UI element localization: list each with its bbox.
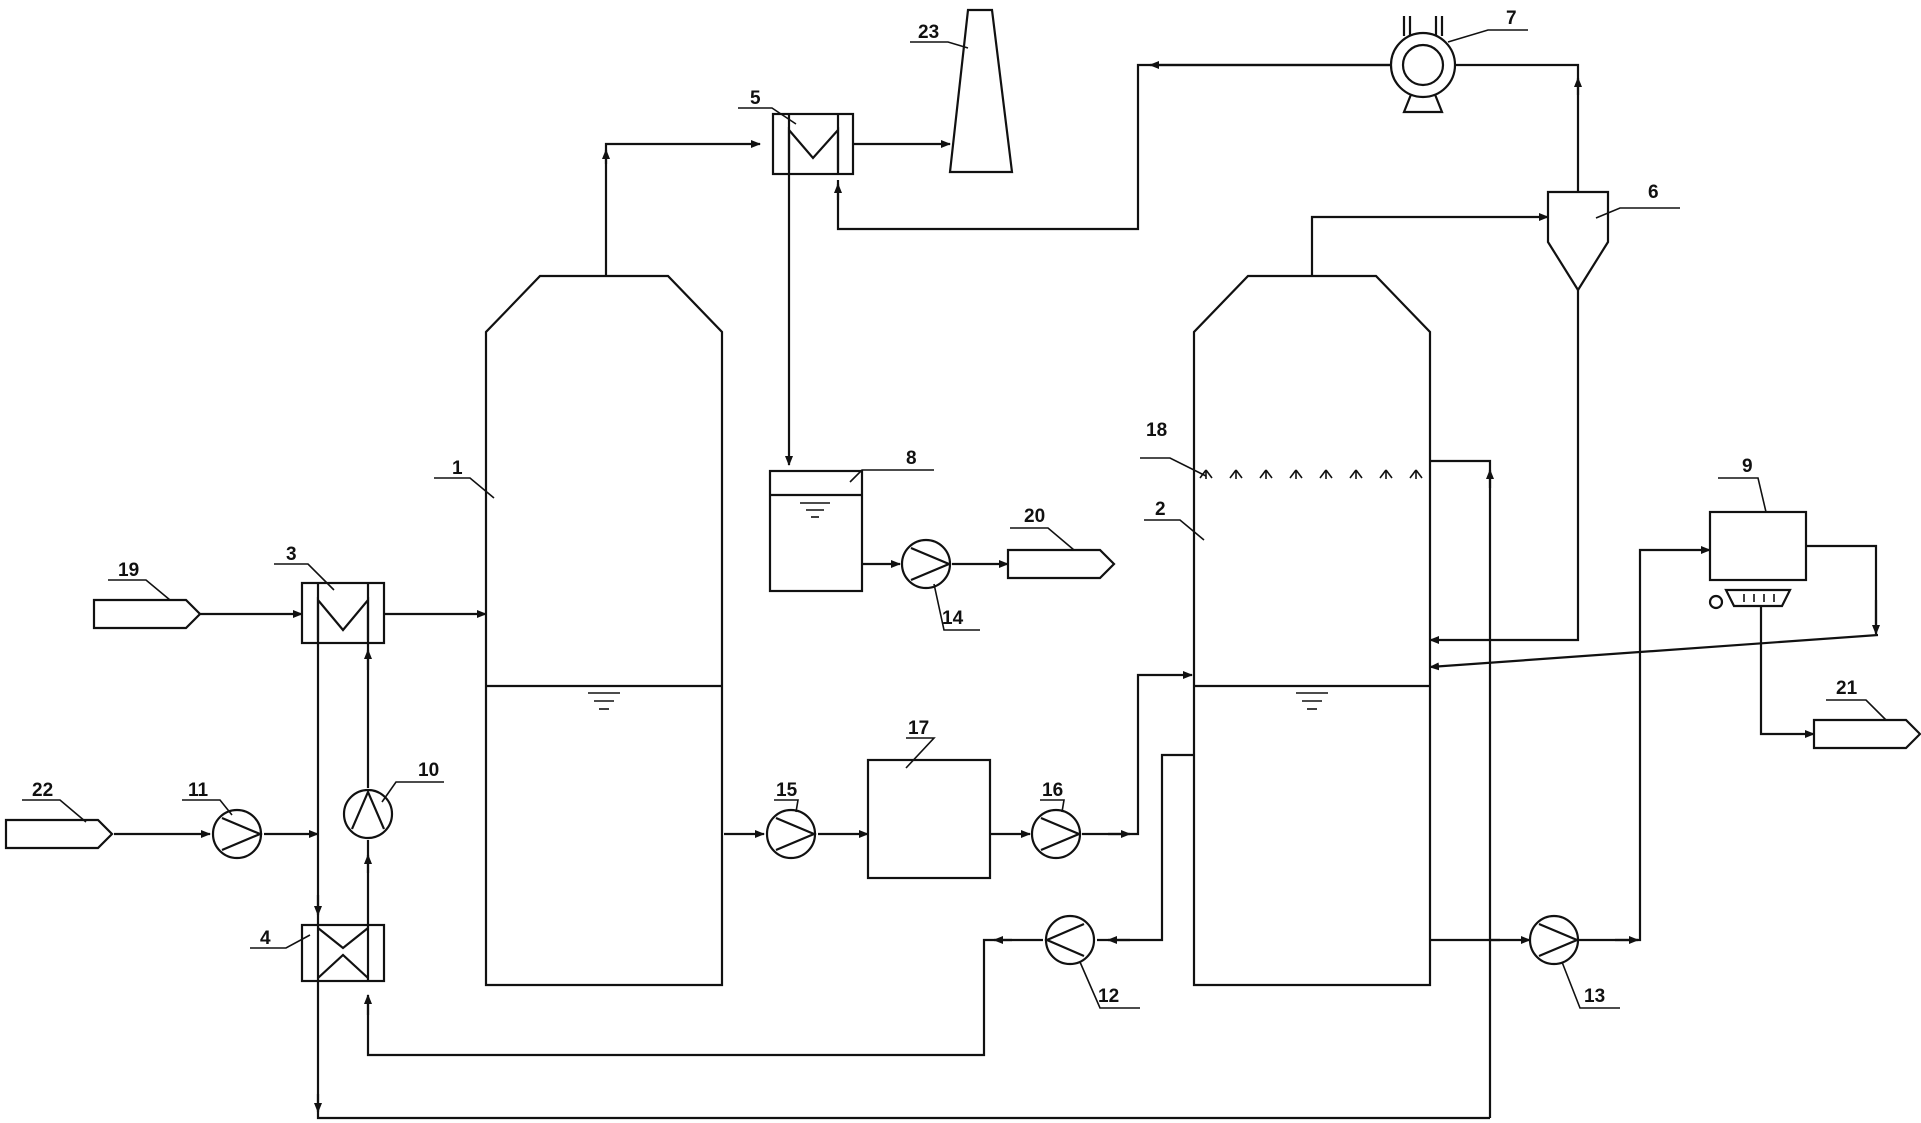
label-16-17: 17 [908, 718, 929, 739]
heat-exchanger-3 [300, 581, 386, 645]
label-22: 22 [32, 780, 53, 801]
piping [114, 61, 1880, 1120]
filter-9 [1708, 510, 1808, 610]
stack-23 [948, 8, 1014, 174]
leader-lines [22, 29, 1887, 1009]
label-23: 23 [918, 22, 939, 43]
label-9: 9 [1742, 456, 1753, 477]
pump-16 [1030, 808, 1082, 860]
label-19: 19 [118, 560, 139, 581]
pump-12 [1044, 914, 1096, 966]
label-5: 5 [750, 88, 761, 109]
label-8: 8 [906, 448, 917, 469]
heat-exchanger-4 [300, 923, 386, 983]
pump-11 [211, 808, 263, 860]
label-7: 7 [1506, 8, 1517, 29]
label-6: 6 [1648, 182, 1659, 203]
fan-7 [1389, 16, 1457, 114]
label-12: 12 [1098, 986, 1119, 1007]
label-14: 14 [942, 608, 964, 629]
label-1: 1 [452, 458, 463, 479]
label-4: 4 [260, 928, 271, 949]
stream-19 [92, 598, 202, 630]
label-16: 16 [1042, 780, 1063, 801]
label-2: 2 [1155, 499, 1166, 520]
labels: 1 2 3 4 5 6 7 8 9 10 11 12 13 14 15 17 1… [32, 8, 1858, 1007]
tank-8 [768, 469, 864, 593]
heat-exchanger-5 [771, 112, 855, 176]
label-18: 18 [1146, 420, 1167, 441]
label-11: 11 [188, 780, 209, 801]
pump-14 [900, 538, 952, 590]
spray-header-18 [1199, 469, 1423, 479]
cyclone-6 [1546, 190, 1610, 293]
label-3: 3 [286, 544, 297, 565]
label-13: 13 [1584, 986, 1605, 1007]
label-15: 15 [776, 780, 798, 801]
pump-13 [1528, 914, 1580, 966]
stream-22 [4, 818, 114, 850]
pump-10 [342, 788, 394, 840]
label-21: 21 [1836, 678, 1858, 699]
label-20: 20 [1024, 506, 1045, 527]
unit-17 [866, 758, 992, 880]
label-10: 10 [418, 760, 439, 781]
stream-21 [1812, 718, 1921, 750]
tower-1 [484, 274, 724, 987]
tower-2 [1192, 274, 1432, 987]
stream-20 [1006, 548, 1116, 580]
pump-15 [765, 808, 817, 860]
